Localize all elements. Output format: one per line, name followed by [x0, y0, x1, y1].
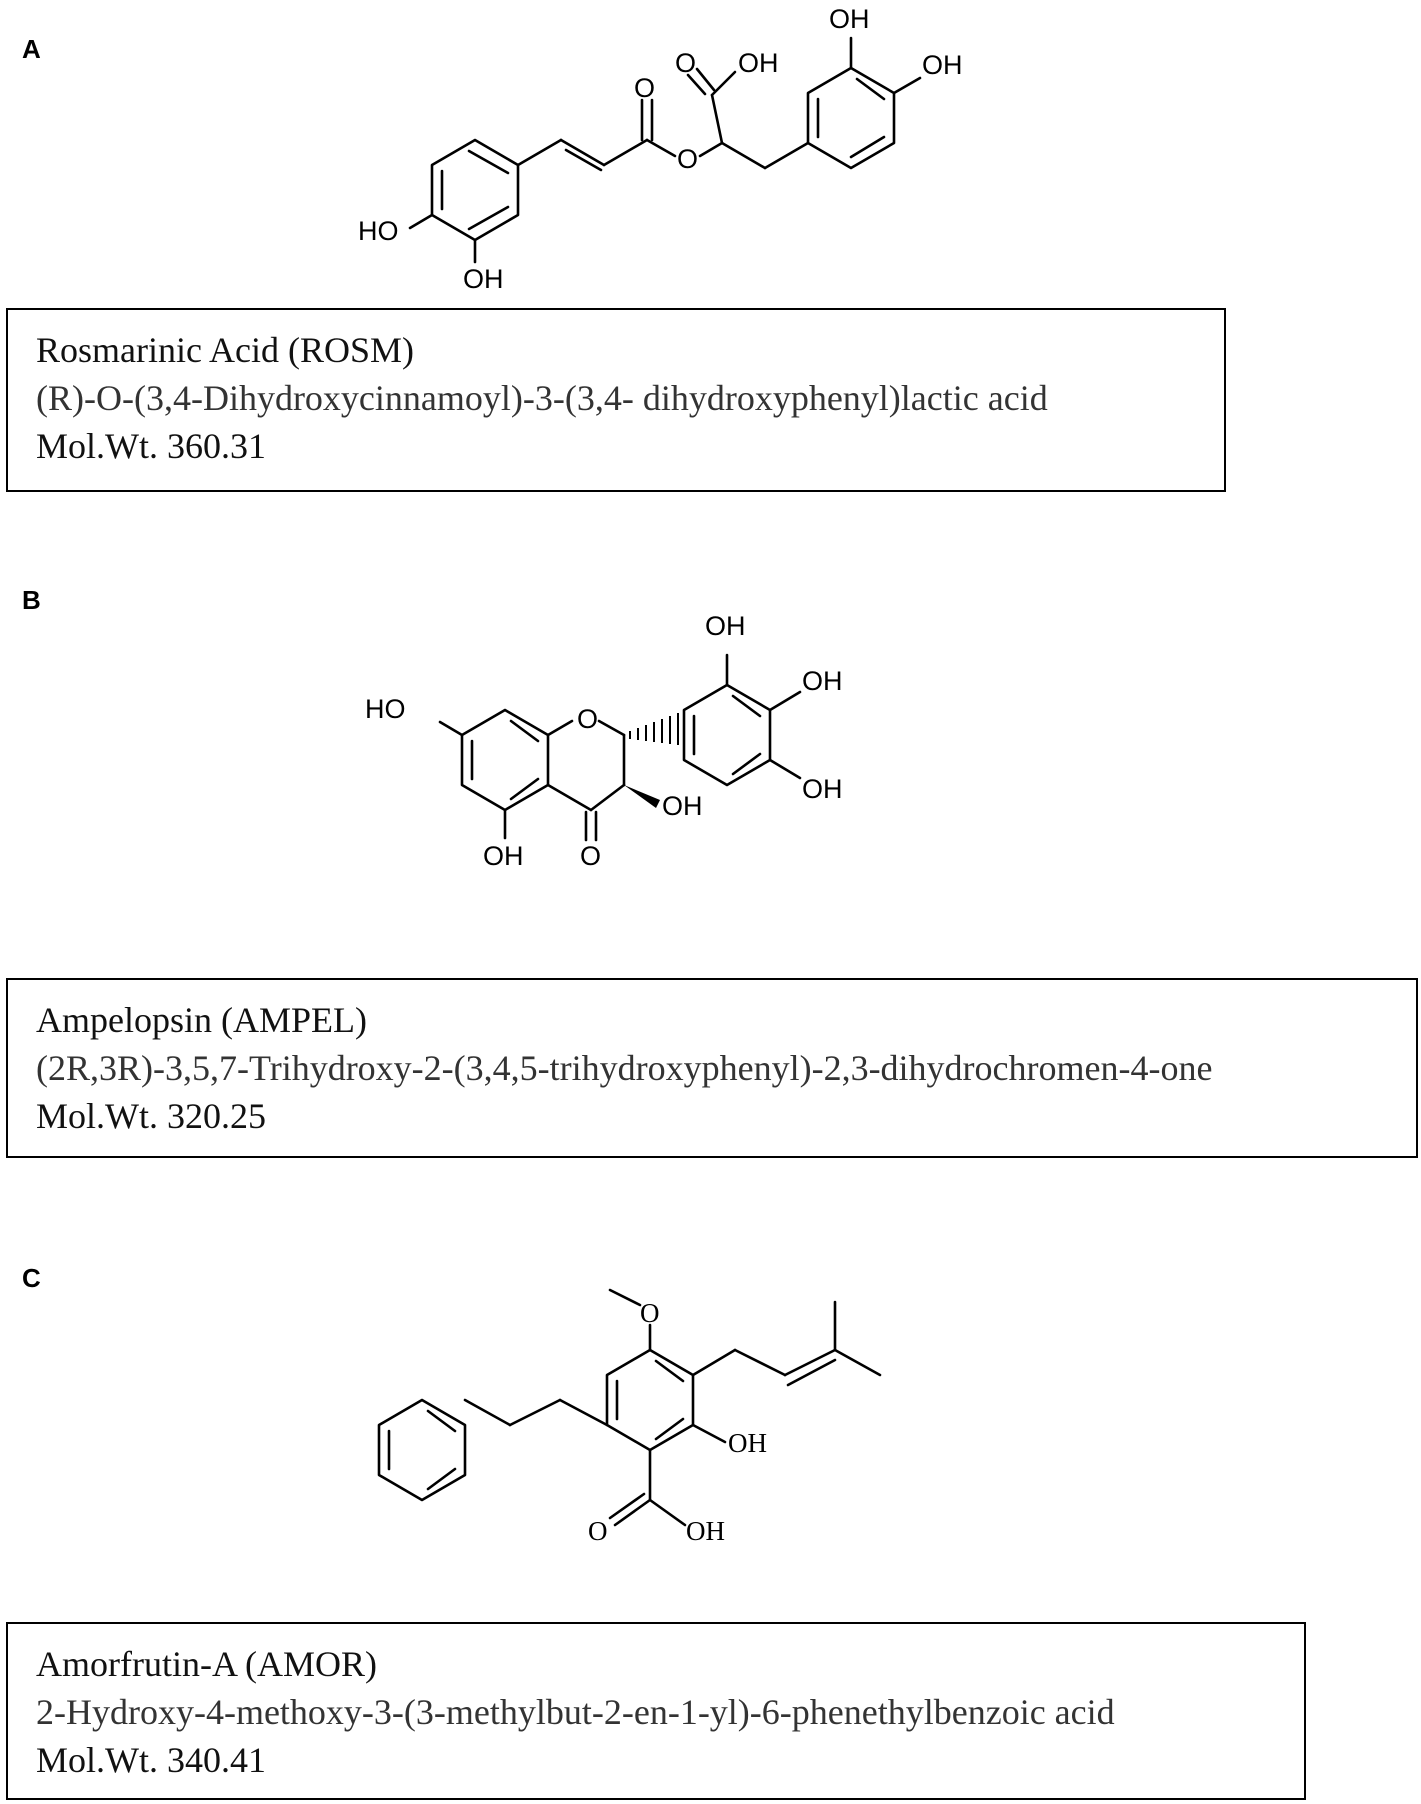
atom-label: OH [802, 666, 843, 696]
atom-label: O [677, 144, 698, 174]
atom-label: OH [802, 774, 843, 804]
atom-label: O [580, 841, 601, 871]
atom-label: OH [922, 50, 963, 80]
compound-info-box-rosmarinic-acid: Rosmarinic Acid (ROSM) (R)-O-(3,4-Dihydr… [6, 308, 1226, 492]
rosmarinic-acid-structure: OH OH O OH O O HO OH [0, 0, 1000, 300]
atom-label: OH [728, 1428, 767, 1458]
molecular-weight: Mol.Wt. 340.41 [36, 1740, 266, 1780]
panel-letter-c: C [22, 1263, 41, 1293]
compound-iupac-name: (R)-O-(3,4-Dihydroxycinnamoyl)-3-(3,4- d… [36, 378, 1048, 418]
atom-label: O [675, 48, 696, 78]
panel-letter-a: A [22, 34, 41, 64]
amorfrutin-a-structure: O OH O OH [0, 1250, 1000, 1600]
molecular-weight: Mol.Wt. 360.31 [36, 426, 266, 466]
compound-iupac-name: (2R,3R)-3,5,7-Trihydroxy-2-(3,4,5-trihyd… [36, 1048, 1213, 1088]
compound-info-box-ampelopsin: Ampelopsin (AMPEL) (2R,3R)-3,5,7-Trihydr… [6, 978, 1418, 1158]
compound-name: Ampelopsin (AMPEL) [36, 1000, 367, 1040]
ampelopsin-structure: OH OH OH HO O OH OH O [0, 600, 1000, 950]
compound-name: Amorfrutin-A (AMOR) [36, 1644, 377, 1684]
atom-label: HO [365, 694, 406, 724]
atom-label: OH [463, 264, 504, 294]
atom-label: O [634, 73, 655, 103]
compound-iupac-name: 2-Hydroxy-4-methoxy-3-(3-methylbut-2-en-… [36, 1692, 1115, 1732]
atom-label: OH [705, 611, 746, 641]
atom-label: OH [483, 841, 524, 871]
atom-label: OH [829, 4, 870, 34]
atom-label: HO [358, 216, 399, 246]
atom-label: O [577, 704, 598, 734]
atom-label: OH [686, 1516, 725, 1546]
panel-letter-b: B [22, 585, 41, 615]
compound-info-box-amorfrutin-a: Amorfrutin-A (AMOR) 2-Hydroxy-4-methoxy-… [6, 1622, 1306, 1800]
atom-label: O [588, 1516, 608, 1546]
compound-name: Rosmarinic Acid (ROSM) [36, 330, 414, 370]
atom-label: O [640, 1298, 660, 1328]
atom-label: OH [738, 48, 779, 78]
molecular-weight: Mol.Wt. 320.25 [36, 1096, 266, 1136]
atom-label: OH [662, 791, 703, 821]
